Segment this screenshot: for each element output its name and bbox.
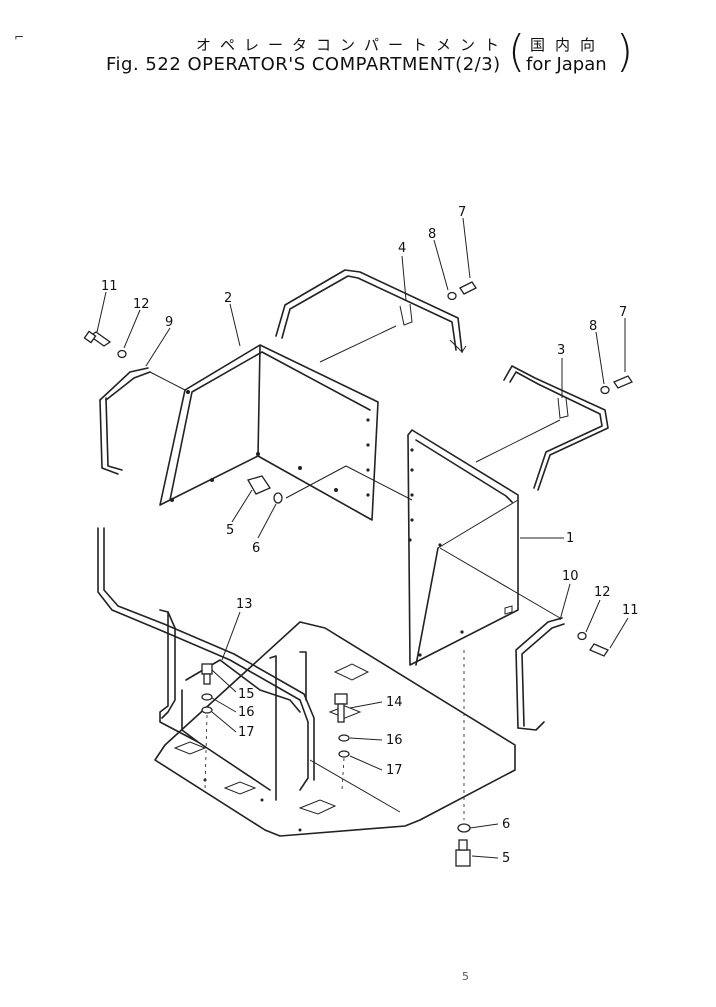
floor-plate — [154, 621, 516, 837]
callout-1: 1 — [566, 531, 574, 546]
callout-11-right: 11 — [622, 603, 639, 618]
callout-13: 13 — [236, 597, 253, 612]
figure-title-english: Fig. 522 OPERATOR'S COMPARTMENT(2/3) — [106, 54, 501, 75]
callout-10: 10 — [562, 569, 579, 584]
callout-12-right: 12 — [594, 585, 611, 600]
callout-5-middle: 5 — [226, 523, 234, 538]
corner-mark: ⌐ — [14, 30, 25, 44]
callout-7-top: 7 — [458, 205, 466, 220]
paren-open: ( — [508, 26, 526, 77]
callout-3: 3 — [557, 343, 565, 358]
page-number: 5 — [462, 970, 469, 983]
callout-16-left: 16 — [238, 705, 255, 720]
callout-17-left: 17 — [238, 725, 255, 740]
part-10-grab-bar — [515, 617, 565, 731]
callout-15: 15 — [238, 687, 255, 702]
region-label-japanese: 国内向 — [530, 36, 606, 54]
callout-5-bottom: 5 — [502, 851, 510, 866]
part-3-handrail — [503, 365, 609, 491]
paren-close: ) — [616, 26, 634, 77]
callouts: 11 12 9 2 4 8 7 3 8 7 1 5 6 10 12 11 13 … — [101, 205, 639, 866]
leader-lines — [96, 217, 629, 859]
assembly-lines — [149, 325, 561, 820]
callout-7-right: 7 — [619, 305, 627, 320]
callout-6-middle: 6 — [252, 541, 260, 556]
callout-8-right: 8 — [589, 319, 597, 334]
callout-16-right: 16 — [386, 733, 403, 748]
callout-12-left: 12 — [133, 297, 150, 312]
callout-4: 4 — [398, 241, 406, 256]
callout-2: 2 — [224, 291, 232, 306]
part-4-handrail — [275, 269, 467, 353]
callout-17-right: 17 — [386, 763, 403, 778]
region-label-english: for Japan — [526, 54, 607, 75]
callout-11-left: 11 — [101, 279, 118, 294]
callout-9: 9 — [165, 315, 173, 330]
callout-8-top: 8 — [428, 227, 436, 242]
part-1-right-panel — [407, 429, 519, 666]
hardware — [83, 281, 633, 867]
callout-14: 14 — [386, 695, 403, 710]
part-9-grab-bar — [99, 367, 151, 475]
figure-title-japanese: オペレータコンパートメント — [196, 36, 509, 54]
callout-6-bottom: 6 — [502, 817, 510, 832]
part-2-left-panel — [159, 344, 379, 521]
